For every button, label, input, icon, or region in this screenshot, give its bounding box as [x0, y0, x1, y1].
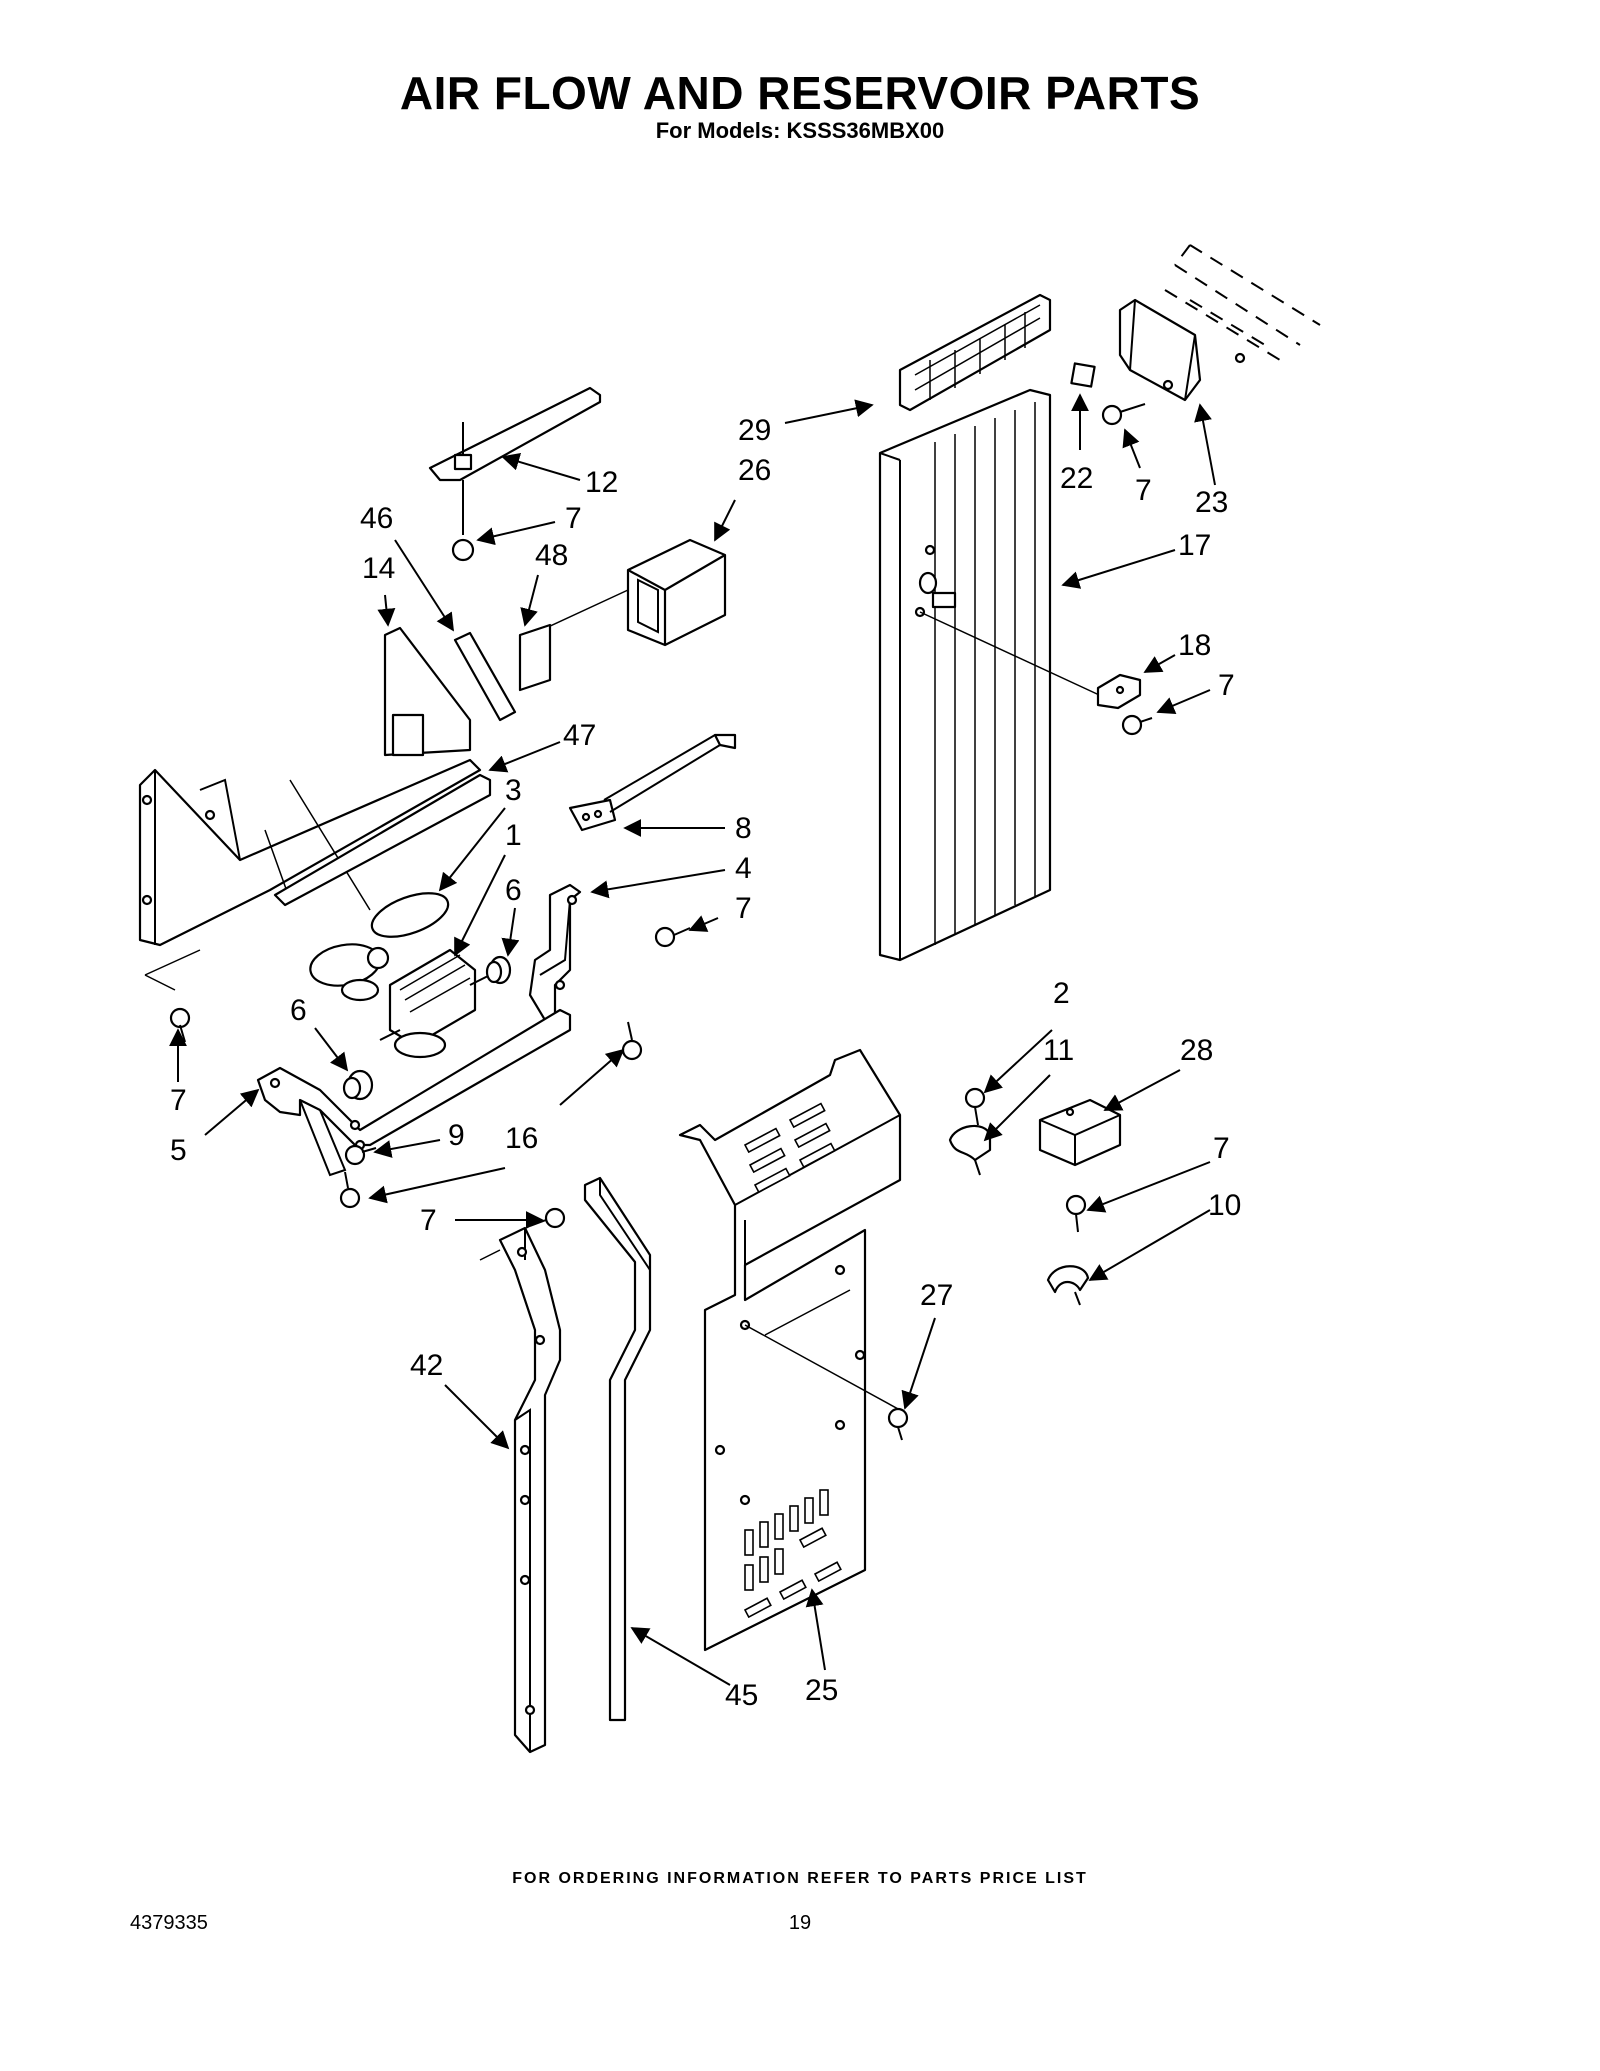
callout-7-d: 7 [735, 892, 752, 925]
callout-11: 11 [1043, 1034, 1074, 1067]
callout-4: 4 [735, 852, 752, 885]
callout-46: 46 [360, 502, 393, 535]
callout-42: 42 [410, 1349, 443, 1382]
callout-8: 8 [735, 812, 752, 845]
part-26-duct [519, 538, 727, 647]
part-42-channel [479, 1226, 562, 1754]
callout-7-a: 7 [565, 502, 582, 535]
callout-labels: 29 26 12 46 7 14 48 22 7 23 17 18 7 47 3… [170, 414, 1241, 1712]
callout-6-a: 6 [505, 874, 522, 907]
callout-9: 9 [448, 1119, 465, 1152]
part-48-pad [518, 623, 552, 692]
part-17-rear-panel [878, 388, 1111, 962]
leader-lines [169, 393, 1216, 1686]
callout-5: 5 [170, 1134, 187, 1167]
callout-3: 3 [505, 774, 522, 807]
part-28-block [1038, 1098, 1122, 1167]
callout-23: 23 [1195, 486, 1228, 519]
part-5-lower-bracket [256, 1008, 572, 1177]
callout-45: 45 [725, 1679, 758, 1712]
screws-fan-area [169, 926, 691, 1209]
page-title: AIR FLOW AND RESERVOIR PARTS [399, 67, 1201, 119]
part-8-wire-harness [568, 733, 737, 832]
part-25-lower-cover [678, 1048, 902, 1652]
callout-7-f: 7 [1213, 1132, 1230, 1165]
footer-ordering-note: FOR ORDERING INFORMATION REFER TO PARTS … [512, 1870, 1088, 1887]
part-45-foam-strip [583, 1176, 652, 1722]
part-2-screw [964, 1087, 986, 1126]
callout-6-b: 6 [290, 994, 307, 1027]
callout-7-c: 7 [1218, 669, 1235, 702]
callout-26: 26 [738, 454, 771, 487]
page-number: 19 [788, 1912, 812, 1934]
screw-top-right [1101, 403, 1146, 426]
part-1-fan-motor [379, 948, 491, 1059]
page-subtitle: For Models: KSSS36MBX00 [655, 118, 945, 143]
part-46-foam-strip [453, 631, 517, 722]
callout-48: 48 [535, 539, 568, 572]
callout-27: 27 [920, 1279, 953, 1312]
part-12-bracket [428, 386, 602, 562]
part-11-clip [948, 1124, 992, 1176]
part-29-grille [898, 293, 1052, 412]
callout-22: 22 [1060, 462, 1093, 495]
cover-vent-slots-lower [743, 1489, 842, 1619]
part-22-block [1070, 362, 1096, 388]
callout-1: 1 [505, 819, 522, 852]
callout-12: 12 [585, 466, 618, 499]
callout-18: 18 [1178, 629, 1211, 662]
part-6-grommet-lower [342, 1069, 374, 1101]
screw-lower-right [1065, 1194, 1087, 1233]
callout-29: 29 [738, 414, 771, 447]
callout-47: 47 [563, 719, 596, 752]
screw-42-top [529, 1207, 566, 1229]
callout-17: 17 [1178, 529, 1211, 562]
callout-16: 16 [505, 1122, 538, 1155]
document-number: 4379335 [130, 1912, 208, 1934]
part-6-grommet-upper [485, 955, 512, 985]
part-23-reservoir-bracket [1118, 244, 1321, 402]
callout-10: 10 [1208, 1189, 1241, 1222]
callout-7-e: 7 [170, 1084, 187, 1117]
part-10-clip [1046, 1265, 1090, 1306]
part-18-bracket [1096, 673, 1153, 736]
cover-vent-slots-upper [743, 1102, 836, 1194]
part-47-foam-strip [273, 773, 492, 907]
callout-2: 2 [1053, 977, 1070, 1010]
callout-28: 28 [1180, 1034, 1213, 1067]
callout-14: 14 [362, 552, 395, 585]
screw-27 [887, 1407, 909, 1441]
part-14-cover [138, 626, 482, 991]
callout-7-g: 7 [420, 1204, 437, 1237]
callout-25: 25 [805, 1674, 838, 1707]
part-4-motor-bracket [528, 883, 582, 1022]
part-3-fan-blade [309, 892, 450, 1002]
callout-7-b: 7 [1135, 474, 1152, 507]
